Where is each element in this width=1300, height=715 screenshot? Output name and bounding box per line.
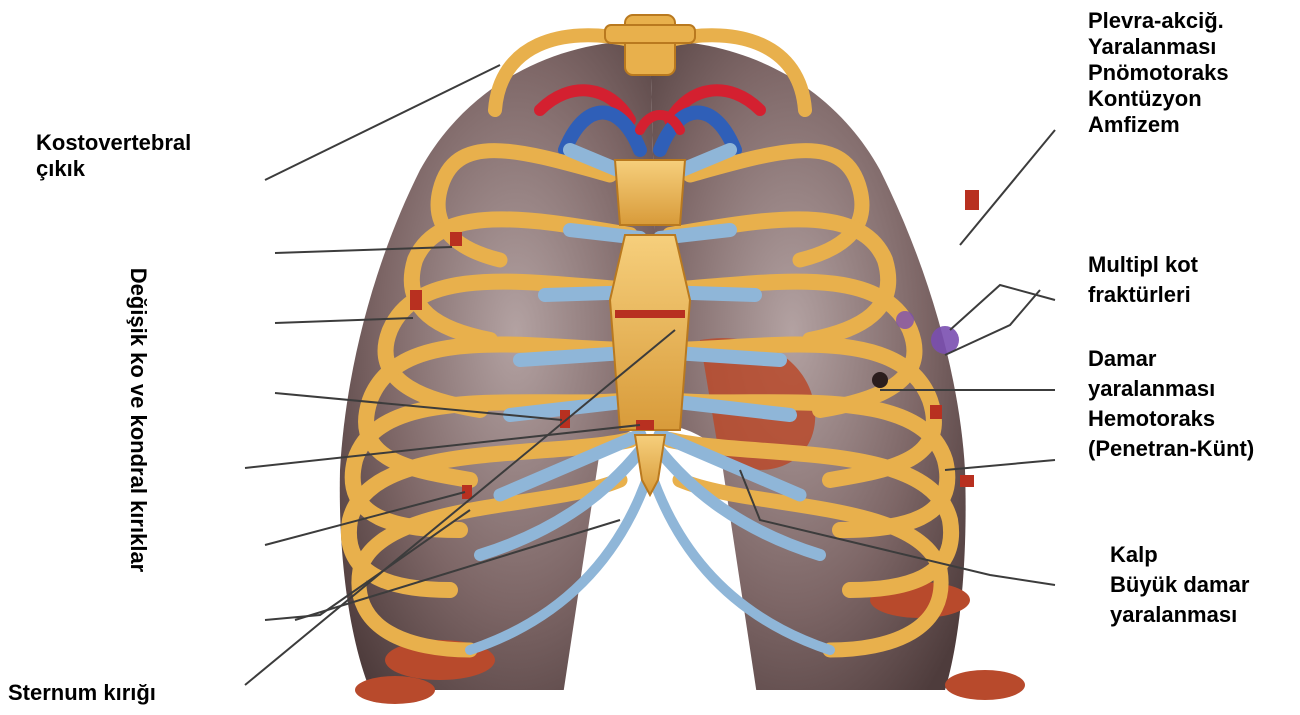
label-pleura-line-1: Plevra-akciğ.: [1088, 8, 1229, 34]
fracture-mark-left-2: [410, 290, 422, 310]
label-vascular-line-1: Damar: [1088, 344, 1254, 374]
fracture-mark-sternum: [615, 310, 685, 318]
left-lower-slip: [355, 676, 435, 704]
label-rib-fractures-text: Değişik ko ve kondral kırıklar: [125, 268, 151, 572]
label-pleura-line-2: Yaralanması: [1088, 34, 1229, 60]
label-pleura-line-4: Kontüzyon: [1088, 86, 1229, 112]
label-pleura: Plevra-akciğ. Yaralanması Pnömotoraks Ko…: [1088, 8, 1229, 138]
label-heart-line-3: yaralanması: [1110, 600, 1249, 630]
label-costovertebral: Kostovertebral çıkık: [36, 130, 191, 182]
manubrium: [615, 160, 685, 225]
label-multiple-rib-line-1: Multipl kot: [1088, 250, 1198, 280]
leader-pleura: [960, 130, 1055, 245]
fracture-mark-left-1: [450, 232, 462, 246]
label-vascular-line-4: (Penetran-Künt): [1088, 434, 1254, 464]
label-vascular-line-2: yaralanması: [1088, 374, 1254, 404]
label-costovertebral-line-1: Kostovertebral: [36, 130, 191, 156]
right-lower-slip: [945, 670, 1025, 700]
label-heart-line-2: Büyük damar: [1110, 570, 1249, 600]
label-multiple-rib-line-2: fraktürleri: [1088, 280, 1198, 310]
label-heart: Kalp Büyük damar yaralanması: [1110, 540, 1249, 630]
label-vascular-line-3: Hemotoraks: [1088, 404, 1254, 434]
label-sternum-text: Sternum kırığı: [8, 680, 156, 706]
label-costovertebral-line-2: çıkık: [36, 156, 191, 182]
bruise-2: [896, 311, 914, 329]
label-multiple-rib: Multipl kot fraktürleri: [1088, 250, 1198, 310]
label-pleura-line-3: Pnömotoraks: [1088, 60, 1229, 86]
fracture-mark-right-3: [960, 475, 974, 487]
label-vascular: Damar yaralanması Hemotoraks (Penetran-K…: [1088, 344, 1254, 464]
vertebral-process: [605, 25, 695, 43]
sternal-body: [610, 235, 690, 430]
label-heart-line-1: Kalp: [1110, 540, 1249, 570]
label-pleura-line-5: Amfizem: [1088, 112, 1229, 138]
label-sternum: Sternum kırığı: [8, 680, 156, 706]
fracture-mark-right-2: [930, 405, 942, 419]
bruise-3: [872, 372, 888, 388]
fracture-mark-right-1: [965, 190, 979, 210]
